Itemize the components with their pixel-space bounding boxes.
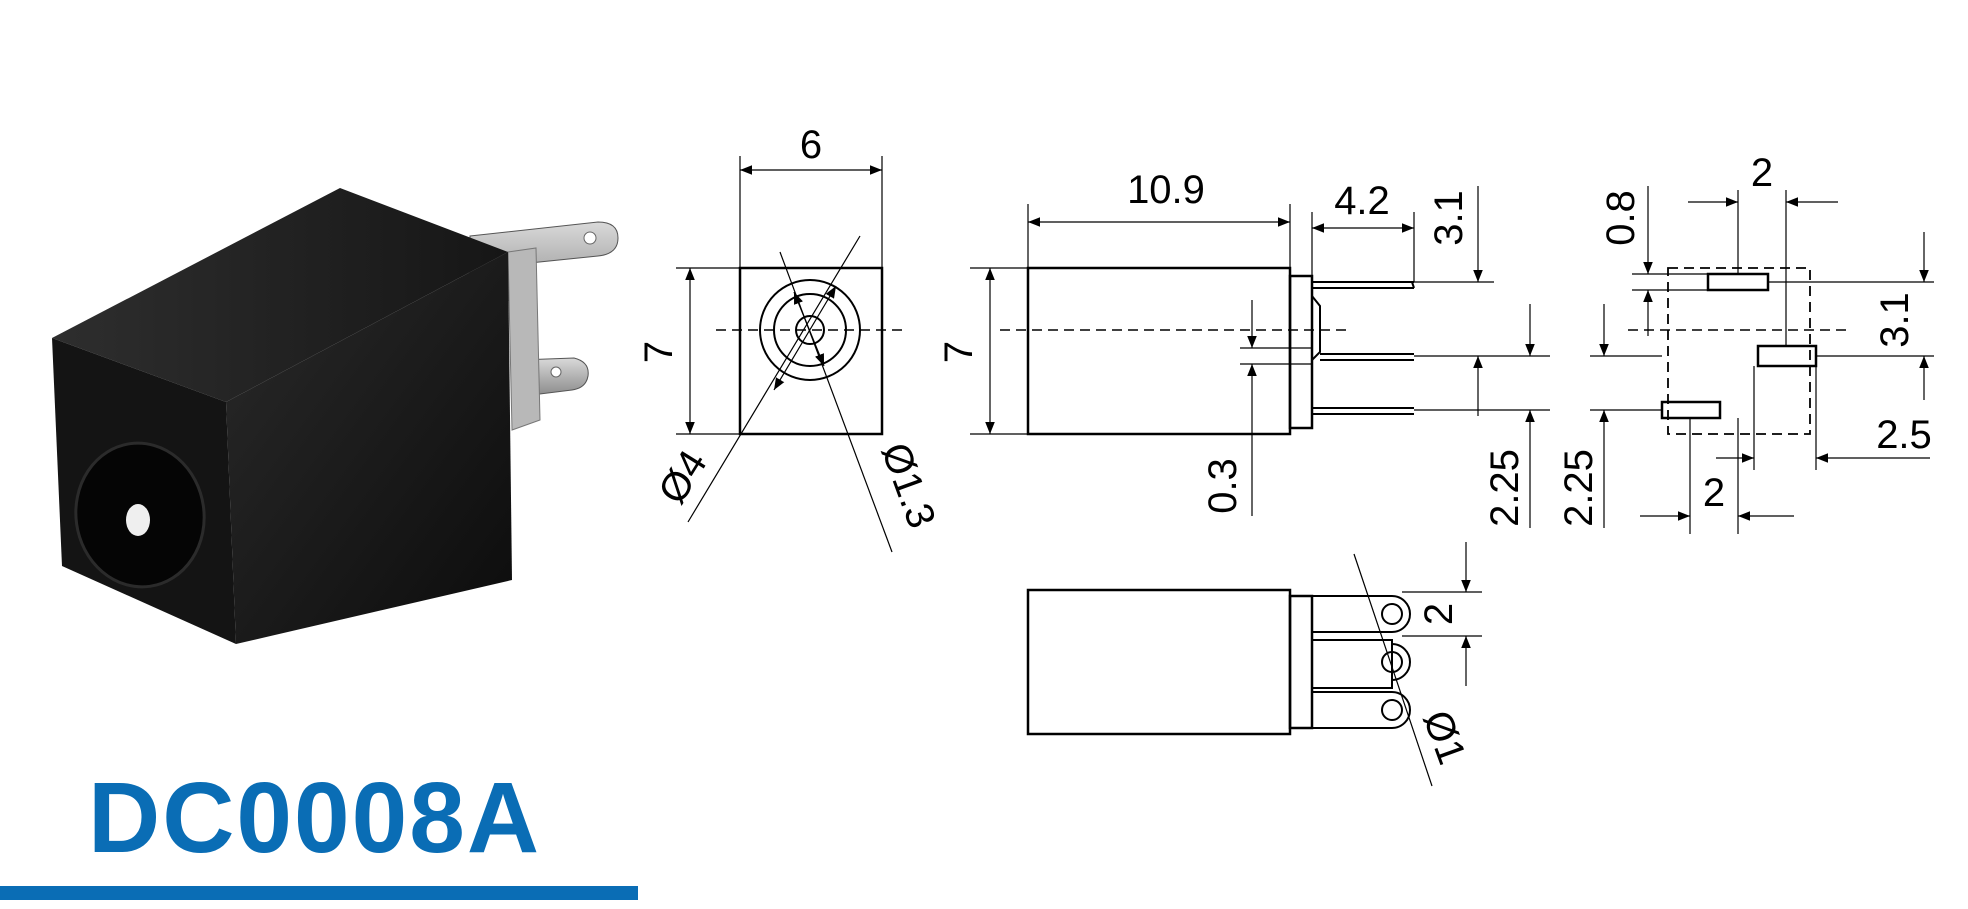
pad-right [1756,344,1818,368]
pad-top [1706,272,1770,292]
dim-pin-extend: 4.2 [1334,179,1390,223]
bottom-view-flange [1288,594,1314,730]
side-view [970,186,1550,528]
dim-pin-offset-top: 3.1 [1427,190,1471,246]
front-view [676,156,902,553]
body-top-face [52,188,508,402]
bottom-lug-3 [1312,691,1411,729]
bottom-hole-2 [1381,651,1403,673]
dim-pin-spacing-side: 2.25 [1483,449,1527,527]
pad-bottom [1660,400,1722,420]
dim-side-height: 7 [937,341,981,363]
product-photo [52,188,619,644]
body-side-face [226,252,512,644]
bottom-lug-2 [1391,643,1411,681]
dim-pad-bottom-spacing: 2 [1703,471,1725,515]
center-pin [126,504,150,536]
dim-pin-thickness: 0.3 [1201,458,1245,514]
dim-pad-width: 2 [1751,151,1773,195]
bottom-lug-1 [1312,595,1411,633]
dim-pad-spacing-right: 2.5 [1876,413,1932,457]
dim-side-length: 10.9 [1127,168,1205,212]
bottom-view-body [1026,588,1292,736]
footprint-view [1590,186,1934,534]
side-view-body [1026,266,1292,436]
footprint-outline [1667,267,1811,435]
dim-front-width: 6 [800,123,822,167]
dim-bottom-pitch: 2 [1417,603,1461,625]
title-underline-bar [0,886,638,900]
dim-pad-offset-bottom: 2.25 [1557,449,1601,527]
dim-pad-thickness: 0.8 [1599,190,1643,246]
rear-plate [507,247,541,431]
bottom-view-tab [1311,639,1393,689]
dim-hole-outer: Ø4 [650,443,716,512]
front-view-outline [738,266,884,436]
bottom-hole-3 [1381,699,1403,721]
side-view-flange [1288,274,1314,430]
dim-pad-offset-right: 3.1 [1873,292,1917,348]
bottom-view [1026,542,1482,787]
dim-front-height: 7 [637,341,681,363]
product-model-title: DC0008A [88,762,542,874]
bottom-hole-1 [1381,603,1403,625]
dim-hole-pin: Ø1.3 [873,437,944,534]
